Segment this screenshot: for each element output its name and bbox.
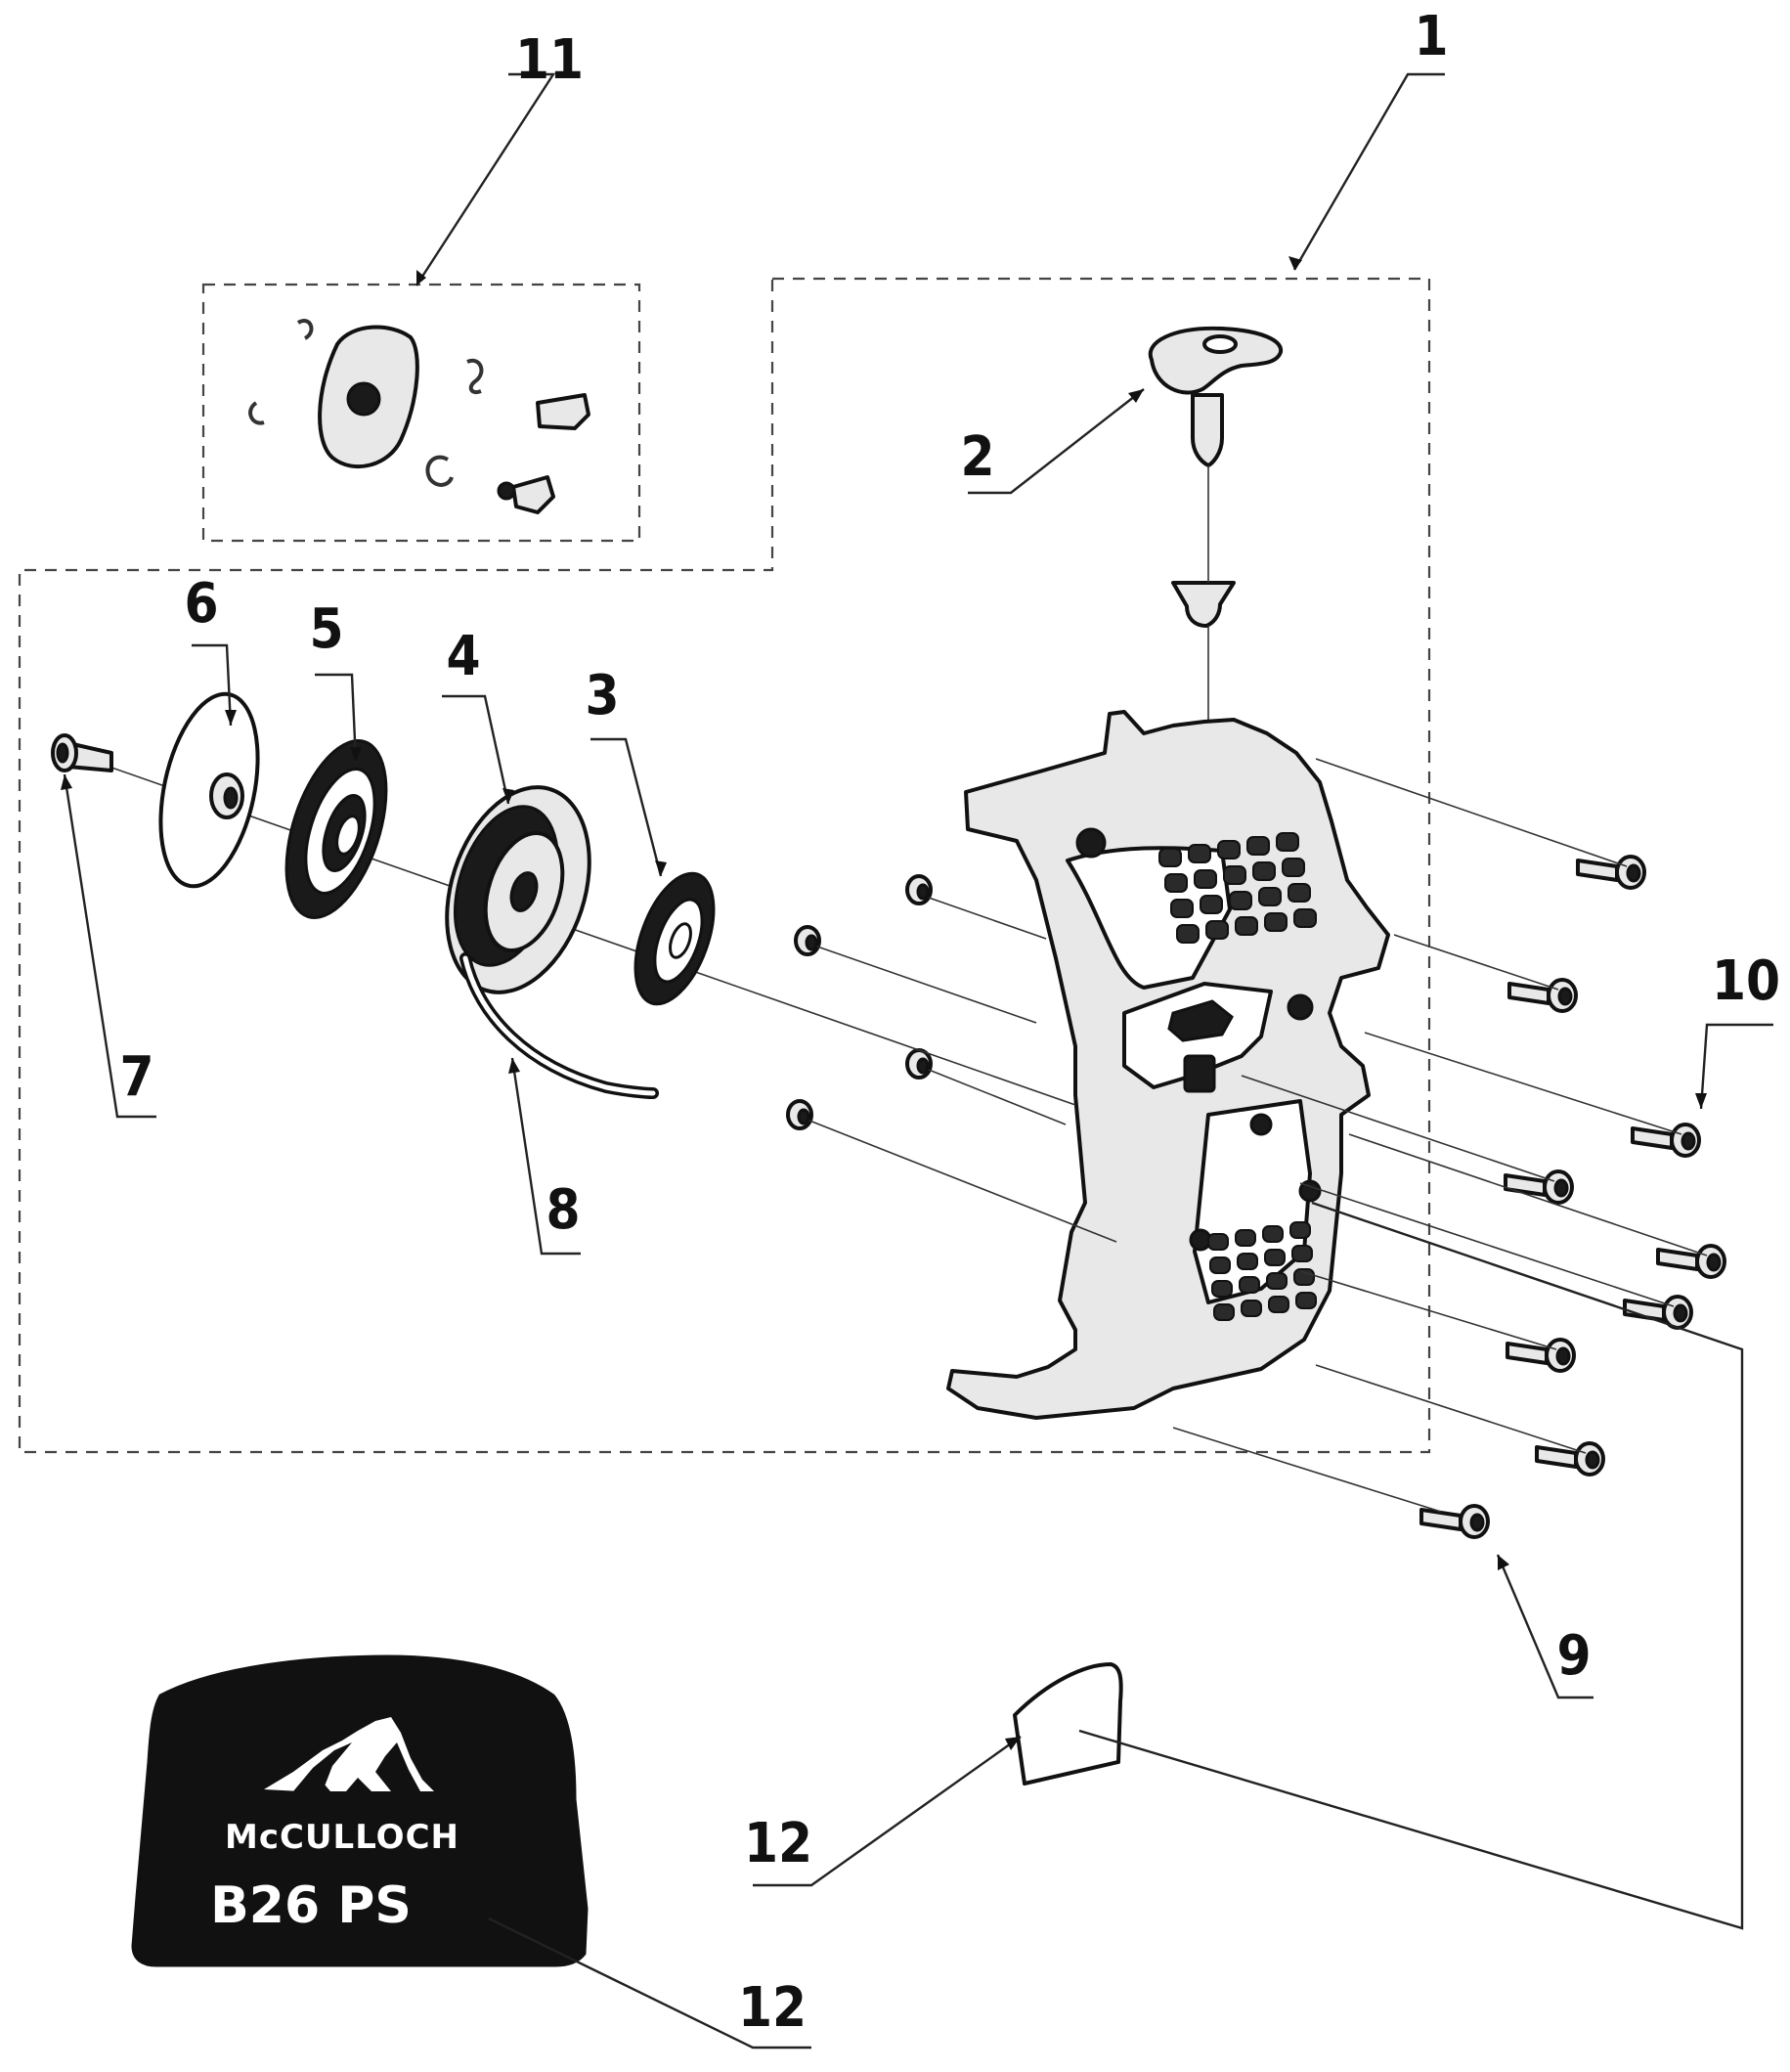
rope-guide [1171,581,1236,628]
housing-grille-upper [1158,832,1317,944]
callout-3: 3 [585,664,619,727]
screw-part [1535,1441,1605,1477]
grille-slot [1289,1221,1311,1239]
grille-slot [1266,1272,1288,1290]
grille-slot [1209,1256,1231,1274]
spring-clip-part [466,358,484,394]
grille-slot [1213,1303,1235,1321]
callout-labels: 1 11 2 3 4 5 6 7 8 10 9 12 12 [119,5,1780,2040]
screw-part [1419,1504,1490,1539]
nut-part [786,1099,813,1130]
assembly-1-group-outline [18,277,1431,1454]
leader-lines [61,72,1773,2050]
grille-slot [1217,840,1241,860]
pulley-axis-line [97,762,1076,1106]
grille-slot [1207,1233,1229,1251]
callout-11: 11 [515,28,584,92]
grille-slot [1211,1280,1233,1298]
callout-12-left-decal: 12 [738,1976,807,2040]
callout-2: 2 [960,425,994,489]
grille-slot [1188,844,1211,863]
grille-slot [1200,895,1223,914]
grille-slot [1164,873,1188,893]
screw-part [1506,1338,1576,1373]
pawl-b-pin [497,481,516,501]
callout-7: 7 [119,1045,153,1109]
grille-slot [1276,832,1299,852]
grille-slot [1223,865,1246,885]
grille-slot [1293,908,1317,928]
kit-11-group-outline [201,283,641,543]
grille-slot [1239,1276,1260,1294]
grille-slot [1288,883,1311,903]
pawl-spring-part [633,871,716,1006]
grille-slot [1258,887,1282,906]
grille-slot [1237,1253,1258,1270]
callout-5: 5 [309,597,343,661]
clip-a-part [296,319,314,340]
grille-slot [1158,848,1182,867]
callout-12-right-decal: 12 [744,1812,812,1875]
screw-part [1576,855,1646,890]
callout-10: 10 [1712,949,1780,1013]
rope-pulley-part [445,785,591,994]
housing-nuts [786,874,933,1130]
grille-slot [1246,836,1270,856]
clip-c-part [425,455,454,487]
housing-screws [1419,855,1726,1539]
grille-slot [1282,858,1305,877]
callout-6: 6 [184,572,218,636]
starter-housing [946,710,1390,1420]
spring-cover-plate-part [158,691,260,889]
nut-part [905,1048,933,1080]
screw-part [1623,1295,1693,1330]
decal-model-text: B26 PS [210,1876,412,1935]
model-decal: McCULLOCH B26 PS [131,1654,589,1967]
grille-slot [1268,1296,1289,1313]
pawl-a-part [536,393,590,430]
center-bolt-part [51,733,113,772]
callout-9: 9 [1556,1624,1591,1688]
model-decal-background [131,1654,589,1967]
nut-part [794,925,821,956]
grille-slot [1229,891,1252,910]
screw-part [1656,1244,1726,1279]
grille-slot [1241,1300,1262,1317]
grille-slot [1205,920,1229,940]
grille-slot [1252,861,1276,881]
nut-part [905,874,933,905]
screw-part [1507,978,1578,1013]
grille-slot [1235,916,1258,936]
mcculloch-logo-mark [264,1717,434,1791]
recoil-spring-part [284,739,388,919]
screw-part [1631,1123,1701,1158]
grille-slot [1295,1292,1317,1309]
pawl-carrier-hub [346,381,381,417]
callout-4: 4 [446,625,480,688]
pawl-b-part [511,475,555,514]
callout-1: 1 [1414,5,1448,68]
grille-slot [1176,924,1200,944]
grille-slot [1291,1245,1313,1262]
starter-handle [1148,326,1284,467]
grille-slot [1194,869,1217,889]
decal-brand-text: McCULLOCH [225,1818,459,1857]
grille-slot [1170,899,1194,918]
small-decal-part [1013,1662,1123,1785]
grille-slot [1262,1225,1284,1243]
clip-b-part [248,401,265,425]
screw-part [1504,1169,1574,1205]
grille-slot [1235,1229,1256,1247]
callout-8: 8 [546,1178,580,1242]
housing-grille-lower [1207,1221,1317,1321]
grille-slot [1264,912,1288,932]
grille-slot [1264,1249,1286,1266]
kit-11-parts [248,319,590,514]
